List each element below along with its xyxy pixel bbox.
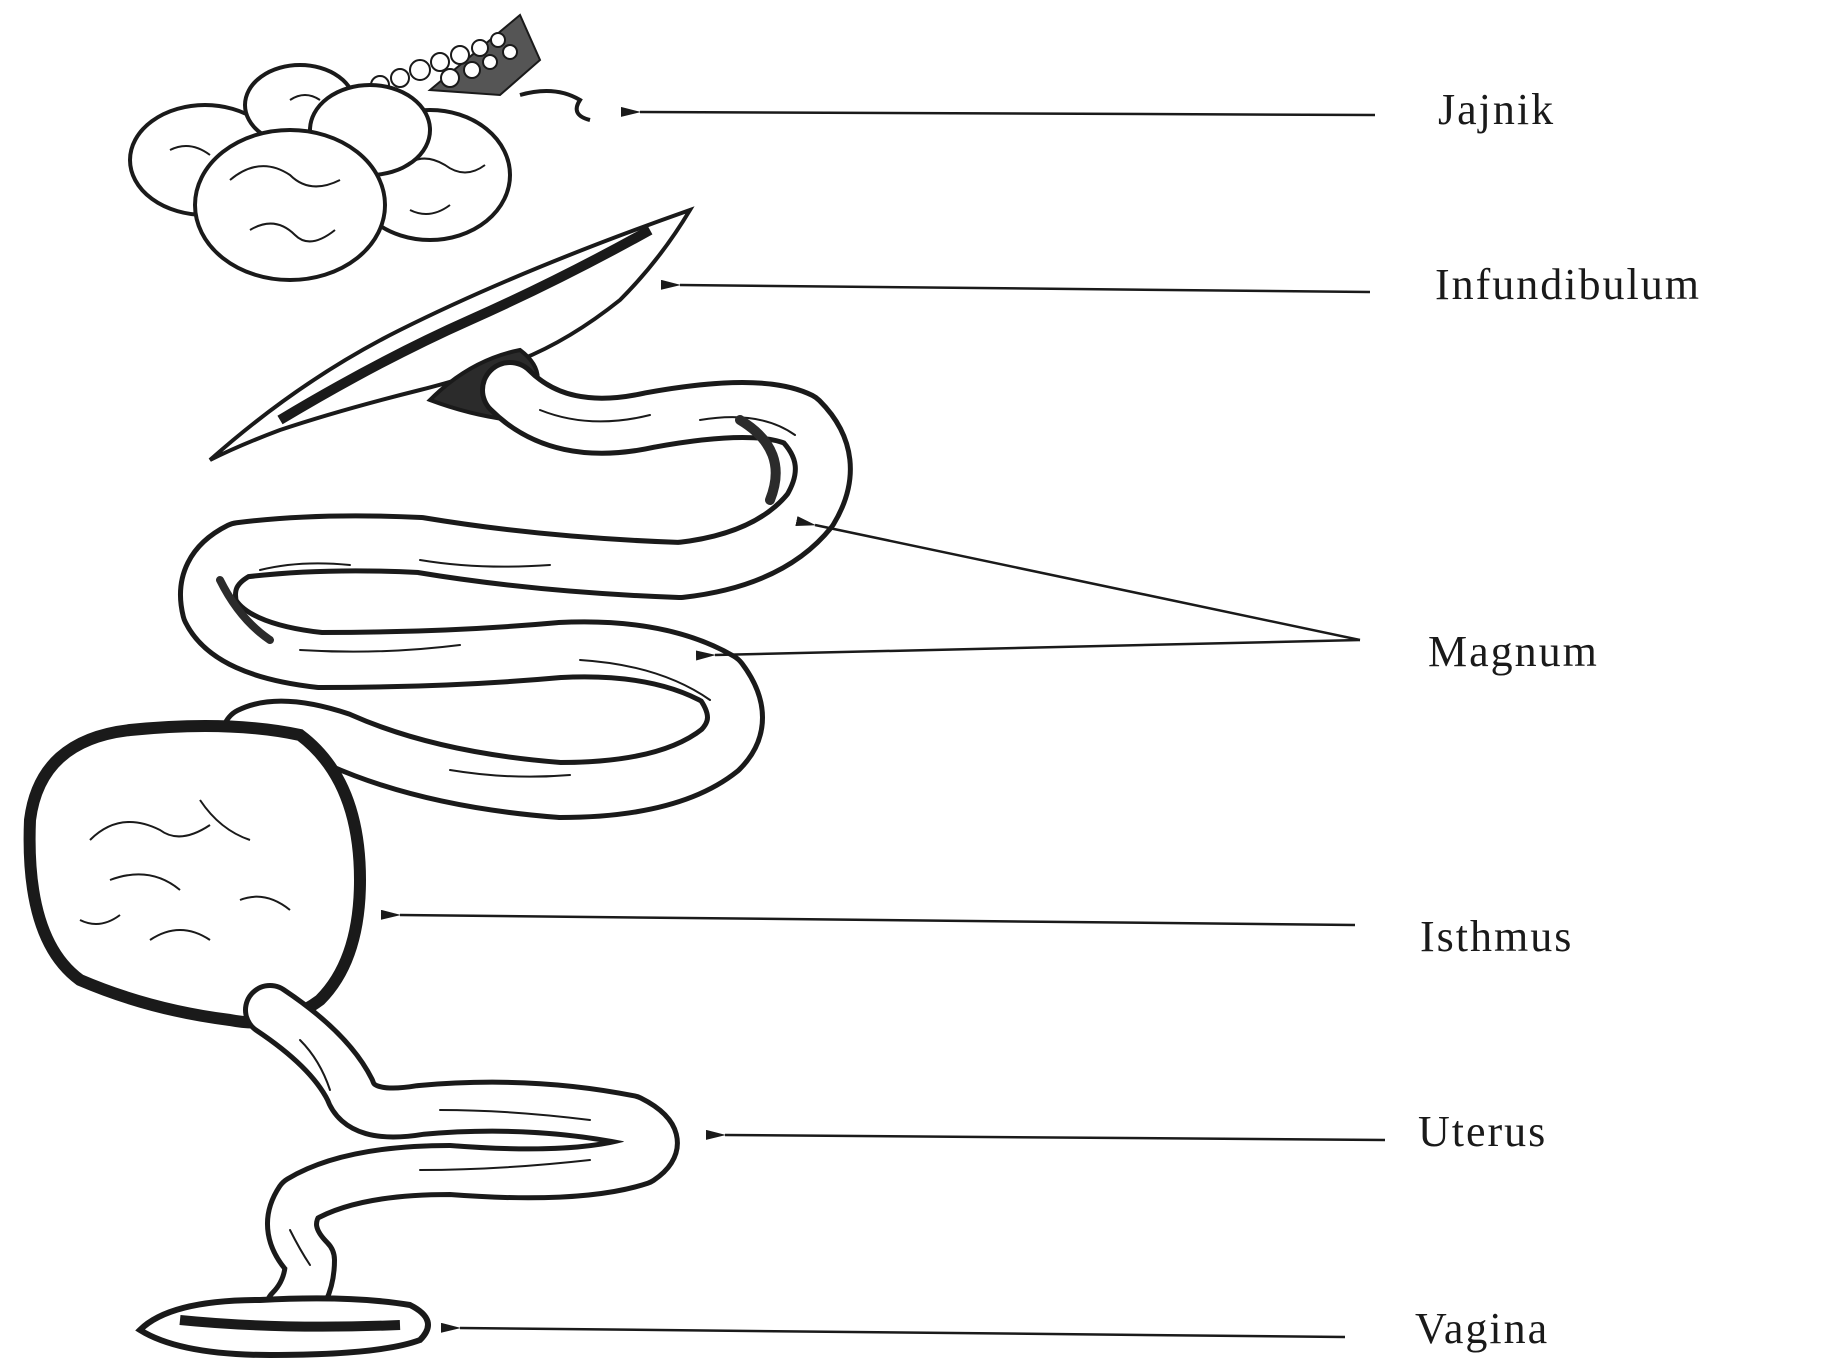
pointer-isthmus	[400, 915, 1355, 925]
isthmus-drawing	[30, 726, 360, 1023]
label-uterus: Uterus	[1418, 1110, 1547, 1154]
label-isthmus: Isthmus	[1420, 915, 1573, 959]
pointer-vagina	[460, 1328, 1345, 1337]
pointer-jajnik	[640, 112, 1375, 115]
label-vagina: Vagina	[1415, 1307, 1549, 1351]
label-jajnik: Jajnik	[1438, 88, 1555, 132]
label-infundibulum: Infundibulum	[1435, 263, 1701, 307]
pointer-infundibulum	[680, 285, 1370, 292]
pointer-magnum-lower	[715, 640, 1360, 655]
uterus-drawing	[270, 1010, 653, 1310]
label-magnum: Magnum	[1428, 630, 1599, 674]
ovary-drawing	[130, 15, 590, 280]
vagina-drawing	[140, 1298, 428, 1355]
pointer-magnum-upper	[815, 525, 1360, 640]
pointer-uterus	[725, 1135, 1385, 1140]
